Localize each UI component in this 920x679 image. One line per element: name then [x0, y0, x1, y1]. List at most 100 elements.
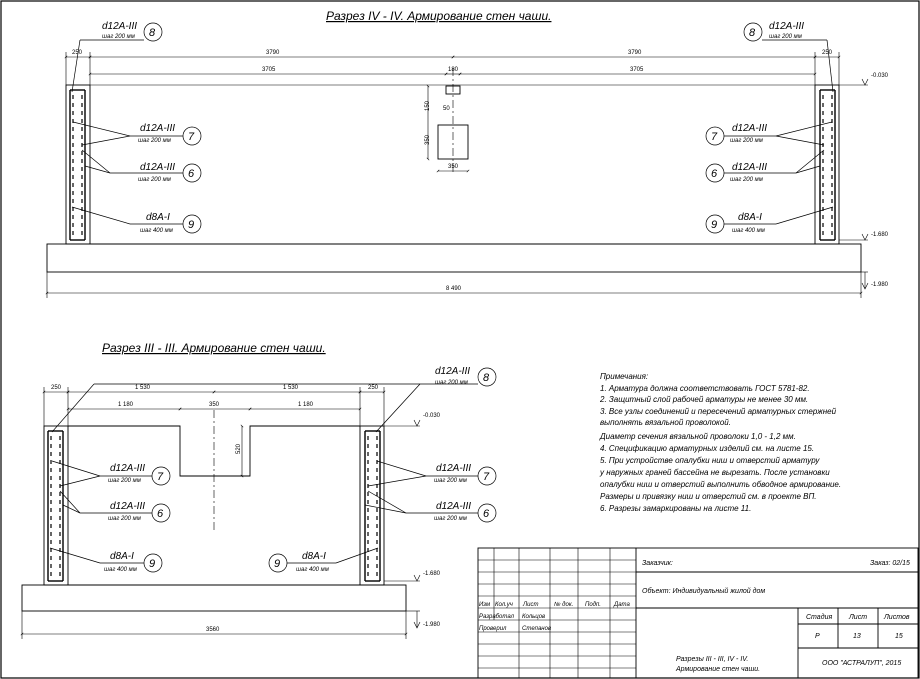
level-bottom-iv: -1.980 [871, 282, 889, 288]
stamp-col-izm: Изм [479, 602, 490, 608]
stamp-col-kol: Кол.уч [495, 602, 513, 608]
dim-half-outer-right-iii: 1 530 [283, 385, 299, 391]
note-line: 3. Все узлы соединений и пересечений арм… [600, 407, 837, 416]
callout-7-right-iii: d12A-III шаг 200 мм 7 [367, 460, 497, 487]
svg-text:7: 7 [188, 131, 195, 143]
callout-7-left-iii: d12A-III шаг 200 мм 7 [51, 460, 171, 487]
callout-6-right-iv: d12A-III шаг 200 мм 6 [705, 149, 825, 183]
dim-right-edge-iv: 250 [822, 50, 833, 56]
callout-6-right-iii: d12A-III шаг 200 мм 6 [364, 490, 497, 523]
svg-text:d12A-III: d12A-III [732, 123, 767, 134]
svg-text:7: 7 [157, 471, 164, 483]
stamp-name-checker: Степанов [522, 626, 551, 632]
right-wall-iii [359, 425, 385, 586]
right-wall-rebar-iii [364, 430, 381, 582]
stamp-col-list: Лист [522, 602, 538, 608]
svg-text:шаг 200 мм: шаг 200 мм [138, 177, 171, 183]
svg-text:d8A-I: d8A-I [302, 551, 326, 562]
note-line: 6. Разрезы замаркированы на листе 11. [600, 504, 751, 513]
svg-text:d8A-I: d8A-I [738, 212, 762, 223]
dim-total-iv: 8 490 [446, 286, 462, 292]
svg-text:d12A-III: d12A-III [110, 501, 145, 512]
svg-text:шаг 200 мм: шаг 200 мм [138, 138, 171, 144]
svg-text:6: 6 [483, 508, 490, 520]
stamp-role-checker: Проверил [479, 626, 507, 632]
note-line: у наружных граней бассейна не вырезать. … [599, 468, 830, 477]
svg-text:d12A-III: d12A-III [435, 366, 470, 377]
stamp-col-date: Дата [613, 602, 630, 608]
svg-text:d8A-I: d8A-I [110, 551, 134, 562]
right-wall-iv [814, 84, 840, 245]
title-block-frame [477, 547, 919, 679]
svg-text:9: 9 [274, 558, 280, 570]
dim-niche-h-iii: 520 [236, 443, 242, 454]
level-inner-iii: -1.680 [423, 571, 441, 577]
dim-left-edge-iii: 250 [51, 385, 62, 391]
svg-text:7: 7 [483, 471, 490, 483]
section-iii-iii: Разрез III - III. Армирование стен чаши. [20, 341, 497, 639]
callout-8-left-iv: d12A-III шаг 200 мм 8 [71, 21, 163, 93]
dim-half-inner-right-iv: 3705 [630, 67, 644, 73]
svg-text:шаг 200 мм: шаг 200 мм [769, 34, 802, 40]
dim-half-outer-left-iv: 3790 [266, 50, 280, 56]
dim-center-iii: 350 [209, 402, 220, 408]
dim-half-inner-left-iv: 3705 [262, 67, 276, 73]
dim-center-top-iv: 180 [448, 67, 459, 73]
note-line: опалубки ниш и отверстий выполнить обвод… [600, 480, 841, 489]
svg-text:шаг 200 мм: шаг 200 мм [108, 478, 141, 484]
stamp-sheet: 13 [853, 633, 861, 640]
stamp-stage-label: Стадия [806, 613, 832, 621]
dim-niche-v1-iv: 150 [425, 100, 431, 111]
dim-half-inner-left-iii: 1 180 [118, 402, 134, 408]
svg-text:6: 6 [188, 168, 195, 180]
svg-text:6: 6 [711, 168, 718, 180]
left-wall-rebar-iii [47, 430, 64, 582]
note-line: 1. Арматура должна соответствовать ГОСТ … [600, 384, 810, 393]
niche-outline-iii [68, 425, 360, 477]
slab-iii [21, 584, 407, 612]
svg-text:8: 8 [149, 27, 156, 39]
svg-text:d8A-I: d8A-I [146, 212, 170, 223]
section-iv-iv: Разрез IV - IV. Армирование стен чаши. [45, 9, 889, 298]
svg-text:6: 6 [157, 508, 164, 520]
svg-text:d12A-III: d12A-III [436, 501, 471, 512]
stamp-company: ООО "АСТРАЛУП", 2015 [822, 660, 901, 667]
right-wall-rebar-iv [819, 89, 836, 241]
svg-text:шаг 200 мм: шаг 200 мм [730, 138, 763, 144]
note-line: 2. Защитный слой рабочей арматуры не мен… [599, 395, 808, 404]
notes-heading: Примечания: [600, 372, 648, 381]
note-line: выполнять вязальной проволокой. [600, 418, 731, 427]
svg-text:7: 7 [711, 131, 718, 143]
svg-text:d12A-III: d12A-III [140, 162, 175, 173]
dim-niche-v2-iv: 350 [425, 134, 431, 145]
svg-text:d12A-III: d12A-III [769, 21, 804, 32]
left-wall-iii [43, 425, 69, 586]
svg-text:шаг 200 мм: шаг 200 мм [435, 380, 468, 386]
stamp-role-developer: Разработал [479, 614, 515, 620]
stamp-col-sign: Подп. [585, 602, 601, 608]
svg-text:d12A-III: d12A-III [102, 21, 137, 32]
level-top-iii: -0.030 [423, 413, 441, 419]
svg-text:8: 8 [749, 27, 756, 39]
left-wall-iv [65, 84, 91, 245]
level-bottom-iii: -1.980 [423, 622, 441, 628]
section-iii-title: Разрез III - III. Армирование стен чаши. [102, 341, 326, 355]
dim-left-edge-iv: 250 [72, 50, 83, 56]
stamp-col-doc: № док. [554, 601, 573, 608]
section-iv-title: Разрез IV - IV. Армирование стен чаши. [326, 9, 551, 23]
note-line: 5. При устройстве опалубки ниш и отверст… [600, 456, 820, 465]
stamp-drawing-title-2: Армирование стен чаши. [675, 666, 760, 673]
svg-text:8: 8 [483, 372, 490, 384]
svg-text:9: 9 [711, 219, 717, 231]
dim-half-outer-right-iv: 3790 [628, 50, 642, 56]
notes-block: Примечания: 1. Арматура должна соответст… [599, 372, 841, 513]
level-inner-iv: -1.680 [871, 232, 889, 238]
svg-text:d12A-III: d12A-III [110, 463, 145, 474]
svg-text:шаг 400 мм: шаг 400 мм [104, 567, 137, 573]
stamp-order: Заказ: 02/15 [870, 560, 910, 567]
dim-half-outer-left-iii: 1 530 [135, 385, 151, 391]
dim-total-iii: 3560 [206, 627, 220, 633]
svg-text:шаг 200 мм: шаг 200 мм [730, 177, 763, 183]
callout-7-left-iv: d12A-III шаг 200 мм 7 [72, 121, 202, 146]
